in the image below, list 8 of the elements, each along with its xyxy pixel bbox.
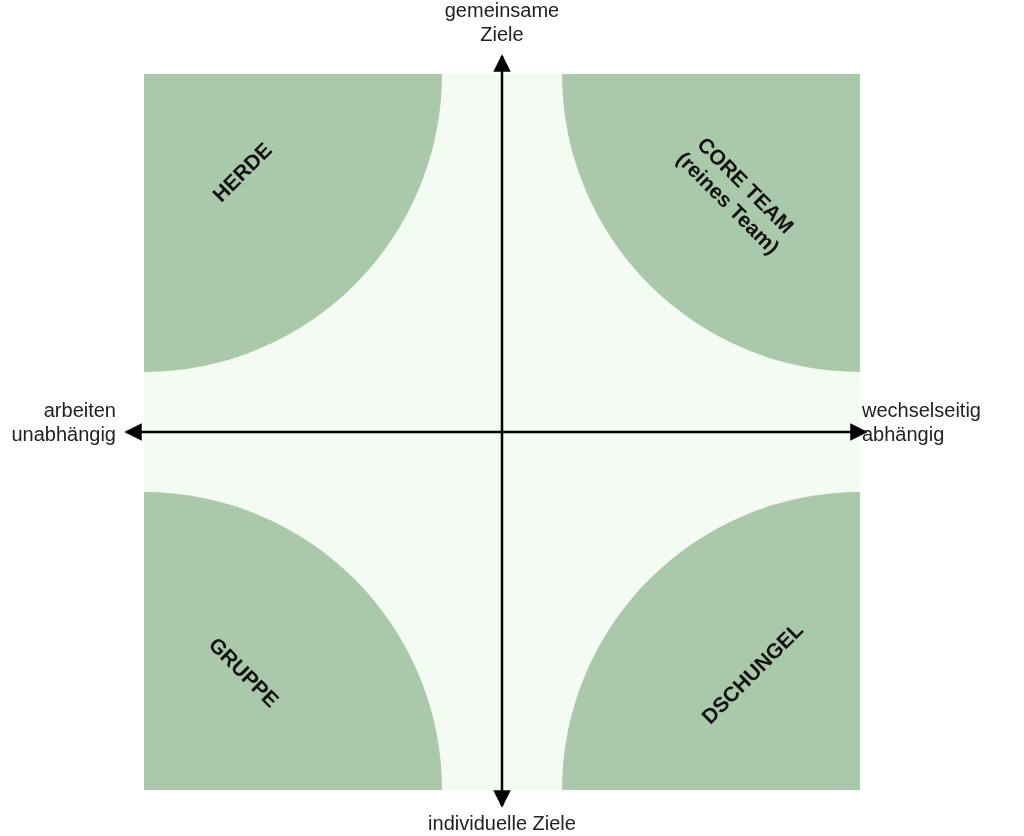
quadrant-shape — [144, 74, 442, 372]
axis-label: gemeinsame Ziele — [443, 0, 561, 46]
quadrant-shape — [562, 74, 860, 372]
quadrant-shape — [562, 492, 860, 790]
quadrant-shape — [144, 492, 442, 790]
axis-label: individuelle Ziele — [427, 811, 577, 835]
axis-label: arbeiten unabhängig — [10, 398, 116, 446]
axis-label: wechselseitig abhängig — [862, 398, 982, 446]
